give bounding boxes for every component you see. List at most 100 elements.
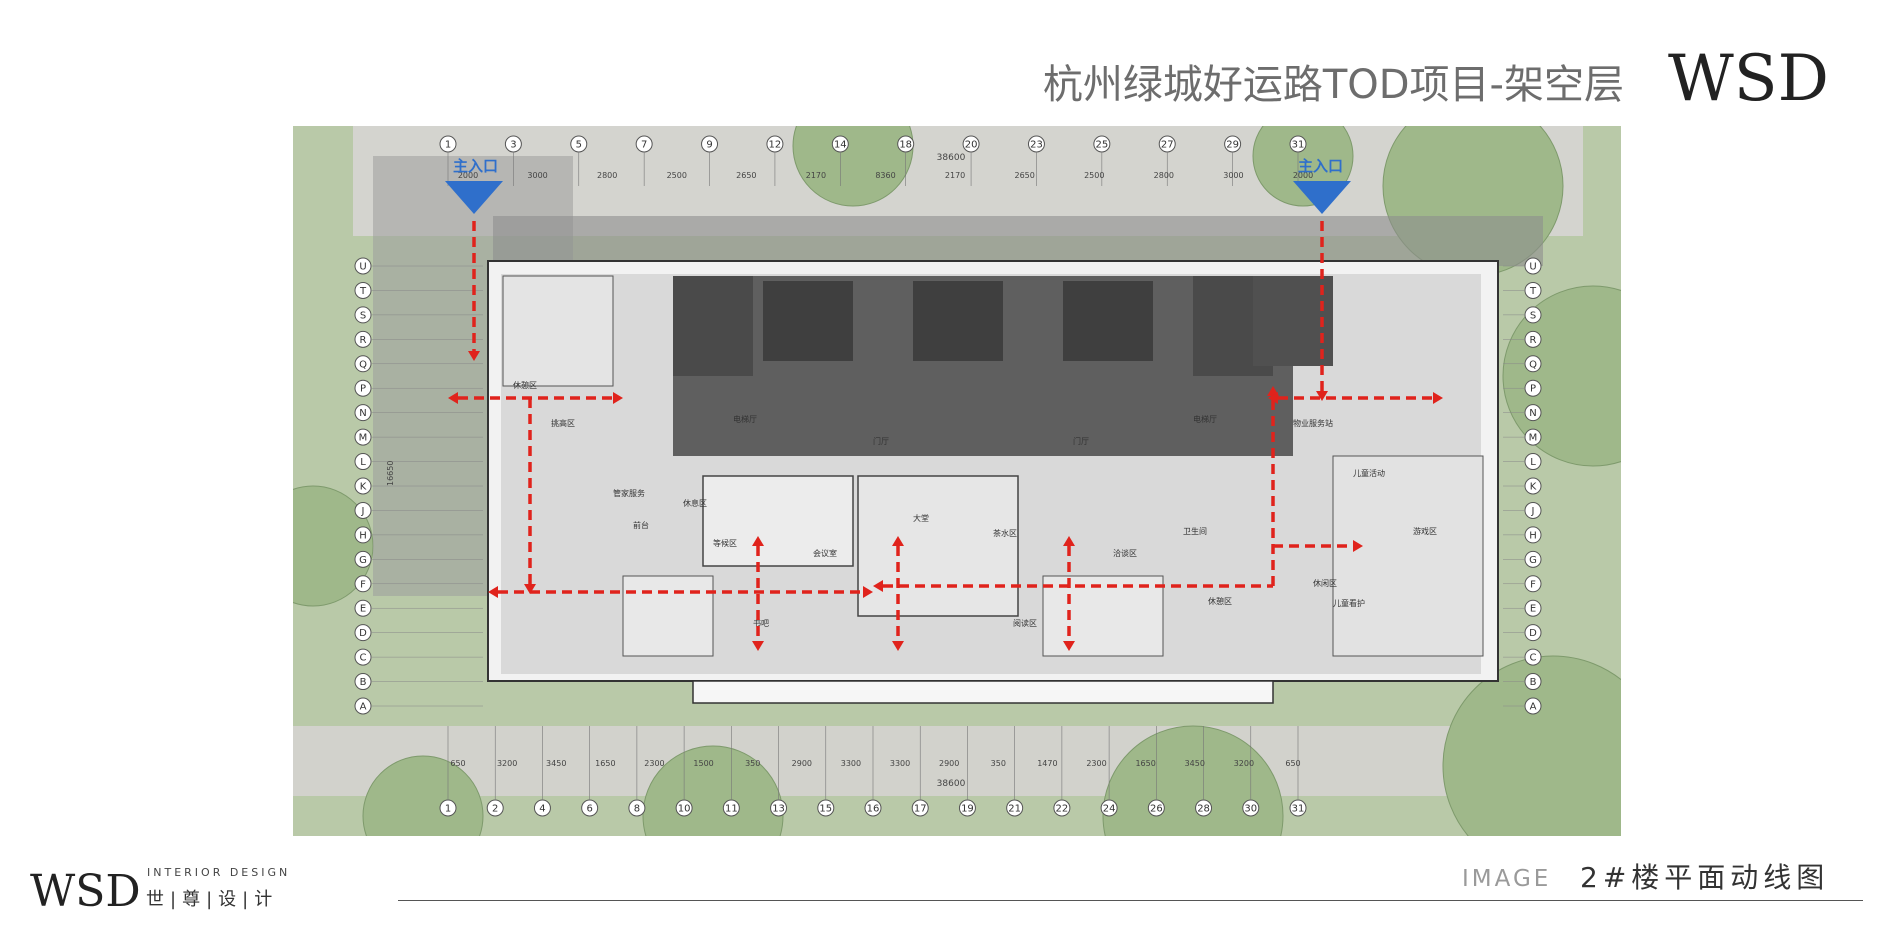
top-dimension: 2650 (736, 171, 756, 180)
room-label: 卫生间 (1183, 526, 1207, 536)
room-label: 物业服务站 (1293, 418, 1333, 428)
grid-bubble-bottom-label: 17 (914, 804, 927, 815)
bottom-dimension: 350 (745, 759, 760, 768)
grid-bubble-bottom-label: 16 (867, 804, 880, 815)
bottom-dimension: 2300 (644, 759, 664, 768)
grid-bubble-top-label: 1 (445, 140, 451, 151)
grid-bubble-bottom-label: 8 (634, 804, 640, 815)
bottom-dimension: 350 (991, 759, 1006, 768)
grid-bubble-left-label: U (359, 262, 366, 273)
grid-bubble-left-label: L (360, 457, 366, 468)
bottom-dimension: 3200 (1234, 759, 1254, 768)
grid-bubble-right-label: C (1530, 653, 1537, 664)
grid-bubble-right-label: N (1529, 408, 1536, 419)
room-label: 茶水区 (993, 528, 1017, 538)
bottom-dimension: 3450 (546, 759, 566, 768)
top-dimension: 2000 (1293, 171, 1313, 180)
room-label: 门厅 (1073, 436, 1089, 446)
page-title: 杭州绿城好运路TOD项目-架空层 (1042, 62, 1624, 108)
footer-logo-sub-cn: 世|尊|设|计 (146, 889, 279, 910)
grid-bubble-bottom-label: 2 (492, 804, 498, 815)
image-label: IMAGE (1462, 866, 1552, 892)
room-label: 电梯厅 (733, 414, 757, 424)
grid-bubble-right-label: G (1529, 555, 1537, 566)
left-dimension-total: 16650 (386, 461, 395, 486)
top-dimension: 2500 (1084, 171, 1104, 180)
grid-bubble-top-label: 7 (641, 140, 647, 151)
grid-bubble-left-label: S (360, 310, 366, 321)
grid-bubble-top-label: 27 (1161, 140, 1174, 151)
grid-bubble-left-label: B (360, 677, 367, 688)
bottom-dimension-total: 38600 (937, 779, 966, 789)
canopy (493, 216, 1543, 266)
wsd-logo-text: WSD (1668, 44, 1828, 110)
top-dimension: 8360 (875, 171, 895, 180)
grid-bubble-bottom-label: 4 (539, 804, 545, 815)
room-label: 挑高区 (551, 418, 575, 428)
grid-bubble-bottom-label: 24 (1103, 804, 1116, 815)
grid-bubble-bottom-label: 10 (678, 804, 691, 815)
grid-bubble-top-label: 31 (1292, 140, 1305, 151)
grid-bubble-right-label: M (1529, 433, 1538, 444)
grid-bubble-left-label: G (359, 555, 367, 566)
grid-bubble-bottom-label: 15 (819, 804, 832, 815)
grid-bubble-left-label: M (359, 433, 368, 444)
grid-bubble-bottom-label: 1 (445, 804, 451, 815)
grid-bubble-left-label: D (359, 628, 367, 639)
grid-bubble-left-label: R (360, 335, 367, 346)
room-label: 前台 (633, 520, 649, 530)
room-label: 电梯厅 (1193, 414, 1217, 424)
grid-bubble-top-label: 3 (510, 140, 516, 151)
grid-bubble-bottom-label: 28 (1197, 804, 1210, 815)
grid-bubble-left-label: N (359, 408, 366, 419)
entrance-marker-right (1293, 181, 1351, 214)
grid-bubble-right-label: F (1530, 579, 1536, 590)
bottom-dimension: 1500 (693, 759, 713, 768)
entrance-label-right: 主入口 (1298, 157, 1343, 175)
bottom-dimension: 3300 (841, 759, 861, 768)
grid-bubble-right-label: J (1531, 506, 1535, 517)
top-dimension: 2500 (667, 171, 687, 180)
footer-logo: WSD (30, 866, 141, 914)
bottom-dimension: 650 (450, 759, 465, 768)
room-label: 大堂 (913, 513, 929, 523)
grid-bubble-top-label: 18 (899, 140, 912, 151)
grid-bubble-right-label: H (1529, 530, 1537, 541)
wsd-logo: WSD (1668, 44, 1828, 110)
grid-bubble-top-label: 29 (1226, 140, 1239, 151)
bottom-dimension: 3450 (1185, 759, 1205, 768)
grid-bubble-bottom-label: 22 (1056, 804, 1069, 815)
grid-bubble-left-label: H (359, 530, 367, 541)
grid-bubble-right-label: B (1530, 677, 1537, 688)
grid-bubble-top-label: 12 (769, 140, 782, 151)
room-label: 休闲区 (1313, 578, 1337, 588)
footer-logo-text: WSD (30, 866, 141, 914)
bottom-dimension: 2900 (792, 759, 812, 768)
bottom-dimension: 2300 (1086, 759, 1106, 768)
room-labels: 休憩区挑高区管家服务休息区前台等候区会议室电梯厅门厅门厅电梯厅大堂茶水区洽谈区卫… (513, 380, 1437, 628)
grid-bubble-top-label: 25 (1095, 140, 1108, 151)
grid-bubble-top-label: 5 (576, 140, 582, 151)
grid-bubble-bottom-label: 30 (1244, 804, 1257, 815)
grid-bubble-bottom-label: 13 (772, 804, 785, 815)
room-label: 管家服务 (613, 488, 645, 498)
grid-bubble-left-label: K (360, 482, 367, 493)
top-dimension: 2800 (597, 171, 617, 180)
room-label: 门厅 (873, 436, 889, 446)
room-label: 游戏区 (1413, 526, 1437, 536)
grid-bubble-right-label: D (1529, 628, 1537, 639)
grid-bubble-bottom-label: 31 (1292, 804, 1305, 815)
grid-bubble-right-label: L (1530, 457, 1536, 468)
grid-bubble-left-label: F (360, 579, 366, 590)
top-dimension: 2650 (1014, 171, 1034, 180)
grid-bubble-bottom-label: 19 (961, 804, 974, 815)
bottom-dimension: 1650 (595, 759, 615, 768)
road-bottom (293, 726, 1621, 796)
bottom-dimension: 1470 (1037, 759, 1057, 768)
room-label: 休憩区 (1208, 596, 1232, 606)
grid-bubble-left-label: J (361, 506, 365, 517)
top-dimension: 2000 (458, 171, 478, 180)
